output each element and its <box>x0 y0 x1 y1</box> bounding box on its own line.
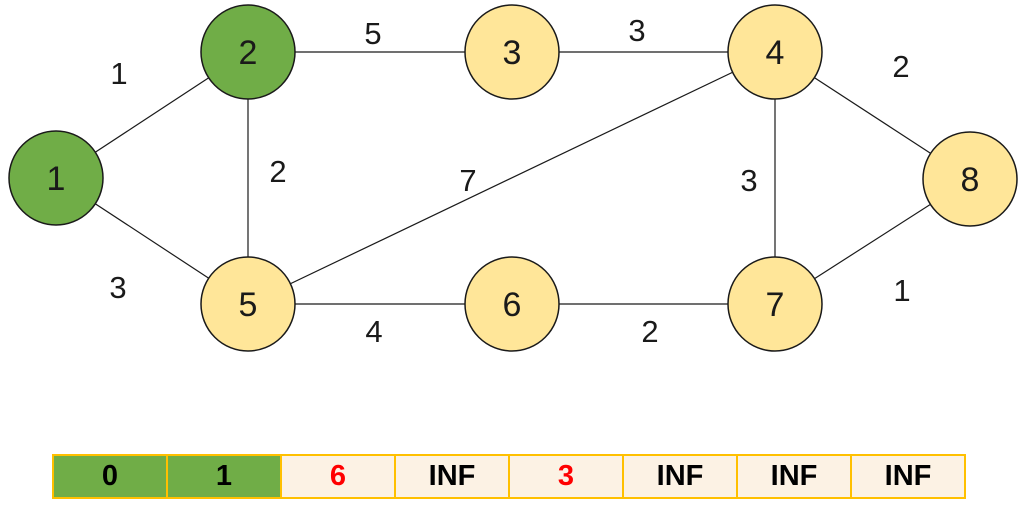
distance-cell-node-1: 0 <box>54 456 166 497</box>
node-layer: 1 2 3 4 5 6 7 8 <box>8 4 1018 352</box>
graph-node-5 <box>200 256 296 352</box>
edge-weight-1-5: 3 <box>109 270 126 305</box>
edge-weight-layer: 1 3 5 2 3 2 3 7 4 2 1 <box>109 13 910 349</box>
graph-node-8 <box>922 131 1018 227</box>
edge-weight-6-7: 2 <box>641 314 658 349</box>
graph-node-2 <box>200 4 296 100</box>
edge-weight-2-5: 2 <box>269 154 286 189</box>
graph-node-label-5: 5 <box>239 286 258 324</box>
edge-weight-4-8: 2 <box>892 49 909 84</box>
distance-cell-node-5: 3 <box>508 456 622 497</box>
distance-cell-node-7: INF <box>736 456 850 497</box>
graph-node-label-2: 2 <box>239 34 258 72</box>
edge-weight-2-3: 5 <box>364 16 381 51</box>
graph-node-6 <box>464 256 560 352</box>
edge-weight-4-5: 7 <box>459 163 476 198</box>
graph-node-label-3: 3 <box>503 34 522 72</box>
distance-cell-node-3: 6 <box>280 456 394 497</box>
edge-4-5 <box>247 51 776 305</box>
distance-cell-node-8: INF <box>850 456 964 497</box>
graph-node-7 <box>727 256 823 352</box>
edge-weight-1-2: 1 <box>110 56 127 91</box>
edge-weight-3-4: 3 <box>628 13 645 48</box>
graph-node-3 <box>464 4 560 100</box>
graph-node-label-8: 8 <box>961 161 980 199</box>
edge-weight-7-8: 1 <box>893 273 910 308</box>
distance-cell-node-6: INF <box>622 456 736 497</box>
graph-node-label-6: 6 <box>503 286 522 324</box>
distance-cell-node-2: 1 <box>166 456 280 497</box>
edge-weight-4-7: 3 <box>740 163 757 198</box>
graph-canvas: 1 2 3 4 5 6 7 8 1 3 5 2 3 2 3 7 4 2 1 <box>8 4 1018 352</box>
edge-weight-5-6: 4 <box>365 314 382 349</box>
distance-cell-node-4: INF <box>394 456 508 497</box>
graph-node-label-7: 7 <box>766 286 785 324</box>
graph-node-label-4: 4 <box>766 34 785 72</box>
graph-node-4 <box>727 4 823 100</box>
graph-node-1 <box>8 130 104 226</box>
graph-node-label-1: 1 <box>47 160 66 198</box>
